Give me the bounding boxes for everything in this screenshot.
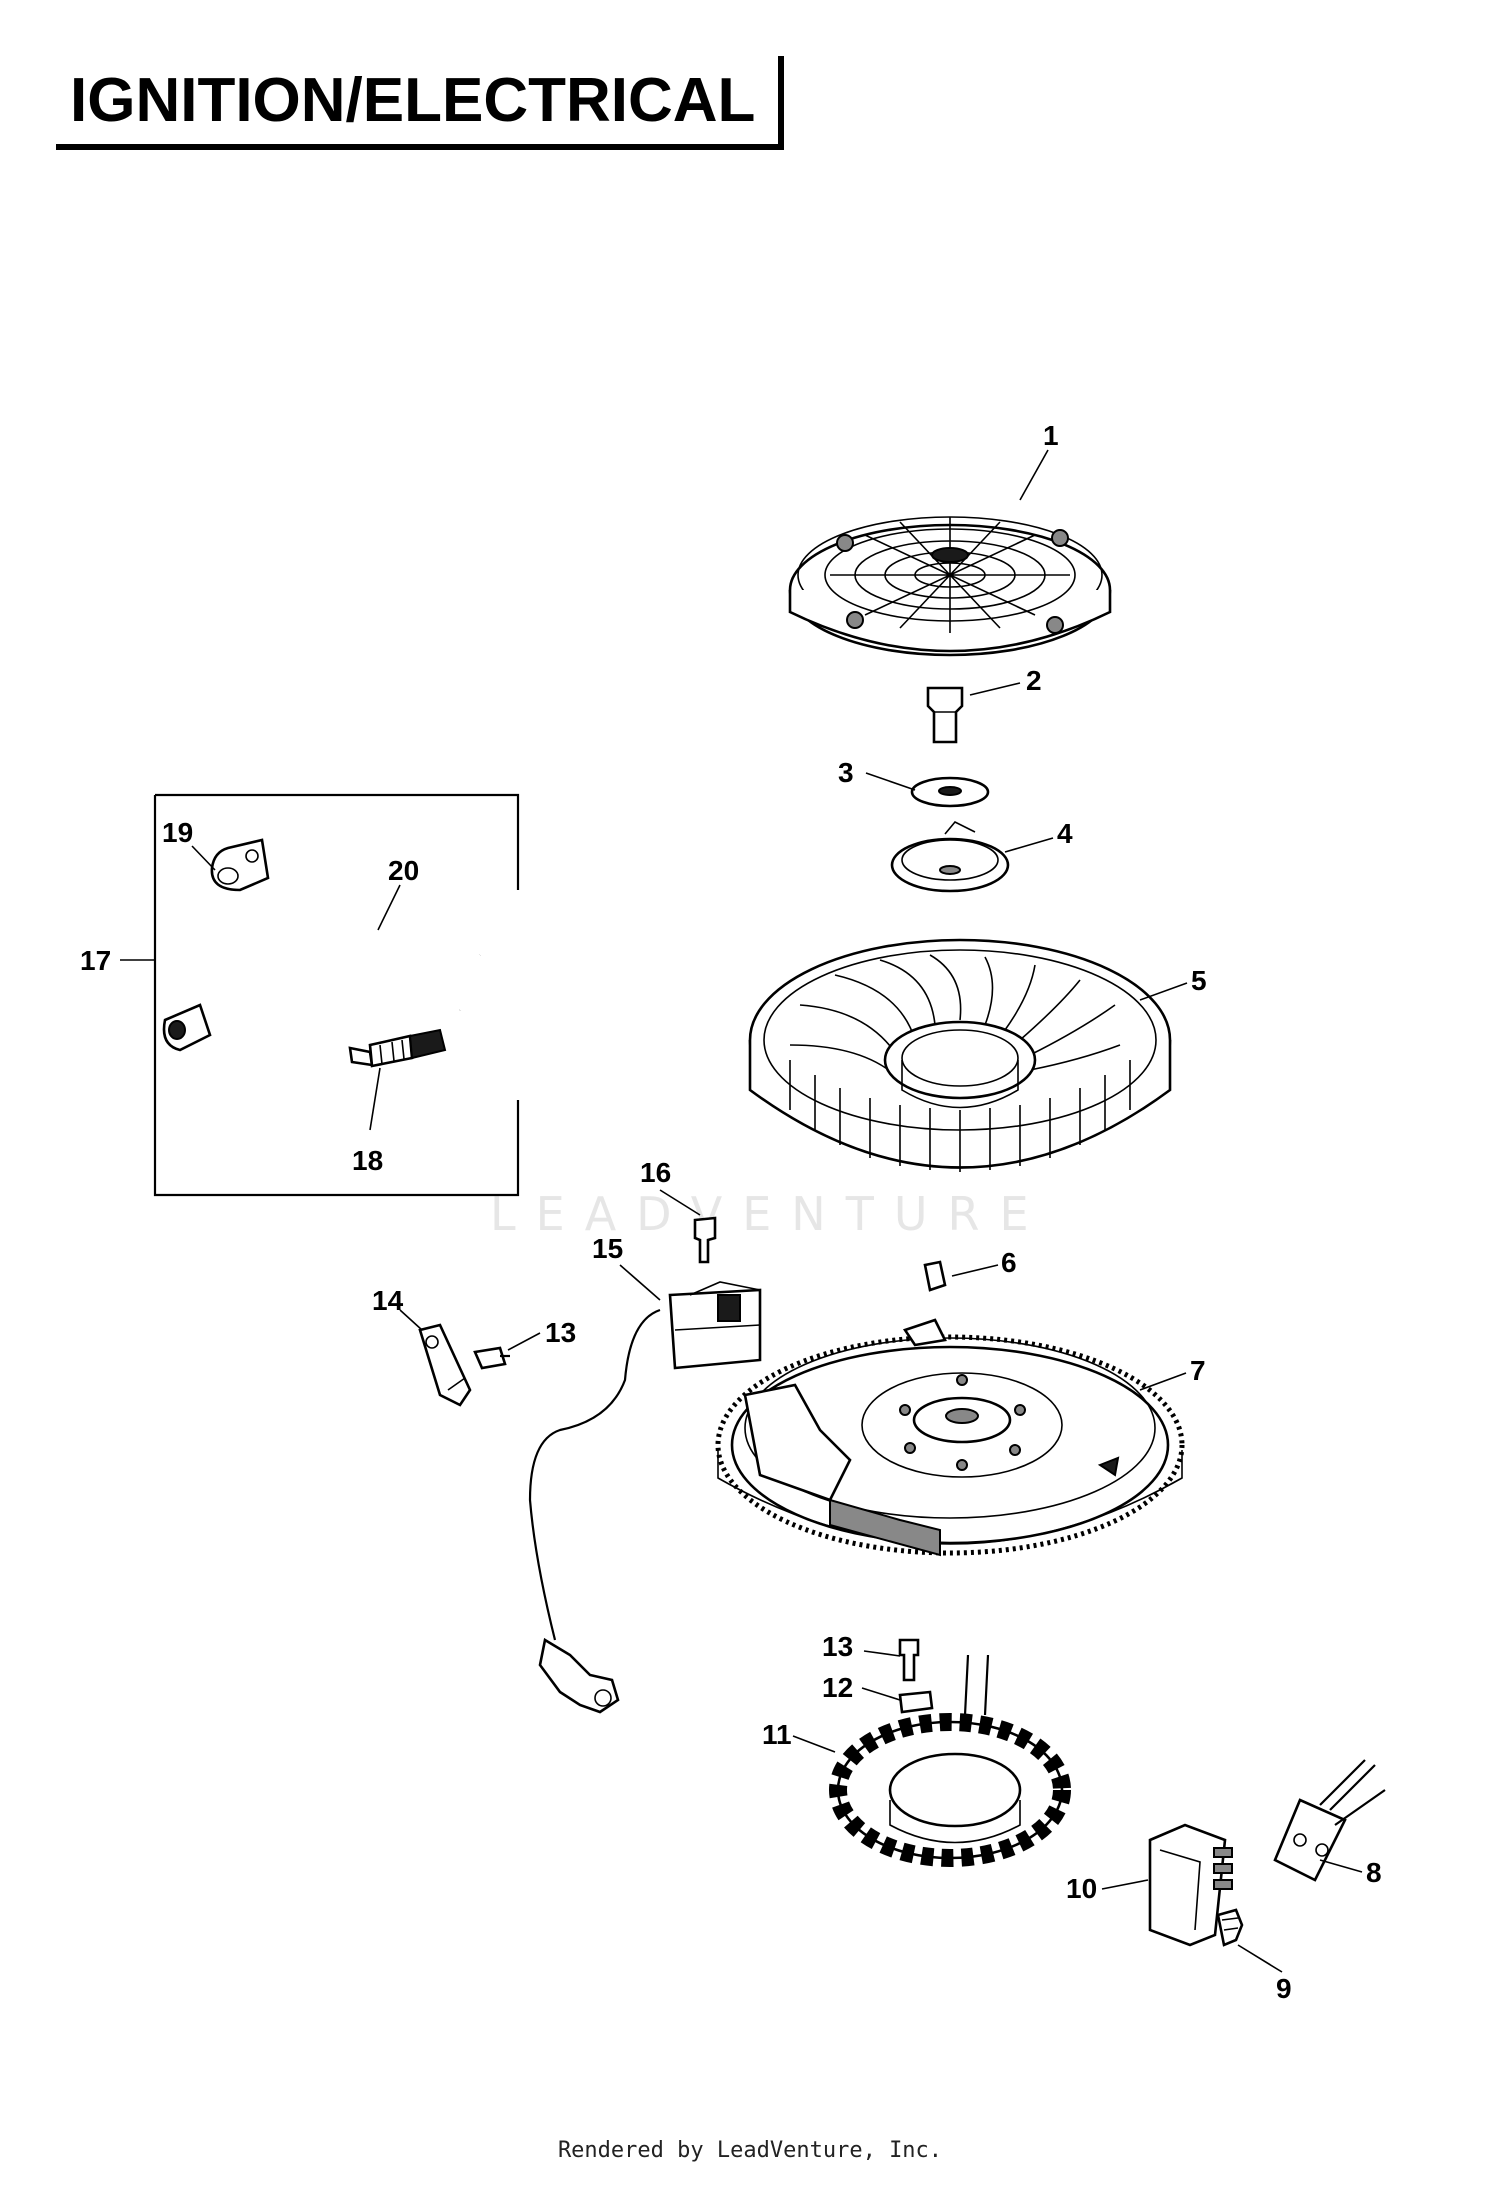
leader-lines <box>120 449 1363 1973</box>
callout-1: 1 <box>1043 420 1059 451</box>
part-4-hub-plate <box>890 821 1010 893</box>
callout-19: 19 <box>162 817 193 848</box>
part-8-connector <box>1273 1759 1386 1882</box>
callout-3: 3 <box>838 757 854 788</box>
part-16-screw <box>693 1216 717 1264</box>
callout-13-lower: 13 <box>822 1631 853 1662</box>
callout-12: 12 <box>822 1672 853 1703</box>
part-5-fan <box>748 938 1172 1172</box>
callout-9: 9 <box>1276 1973 1292 2004</box>
callout-13-upper: 13 <box>545 1317 576 1348</box>
callout-14: 14 <box>372 1285 404 1316</box>
callout-10: 10 <box>1066 1873 1097 1904</box>
part-3-washer <box>910 776 990 808</box>
part-2-screw <box>926 686 964 744</box>
kit-box-17 <box>153 793 520 1197</box>
callout-5: 5 <box>1191 965 1207 996</box>
callout-8: 8 <box>1366 1857 1382 1888</box>
part-13-screw-upper <box>473 1346 510 1370</box>
title-right-rule <box>778 56 784 150</box>
callout-4: 4 <box>1057 818 1073 849</box>
callout-labels: 1 2 3 4 5 6 7 8 9 10 11 12 13 13 14 15 1… <box>80 420 1382 2004</box>
callout-15: 15 <box>592 1233 623 1264</box>
watermark-text: LEADVENTURE <box>490 1187 1049 1241</box>
part-19-clamp <box>210 838 270 892</box>
part-7-flywheel <box>715 1318 1185 1557</box>
part-13-screw-lower <box>898 1638 920 1682</box>
part-14-bracket <box>418 1323 472 1407</box>
callout-6: 6 <box>1001 1247 1017 1278</box>
part-20-plug-wire <box>162 934 486 1052</box>
callout-7: 7 <box>1190 1355 1206 1386</box>
callout-16: 16 <box>640 1157 671 1188</box>
part-1-grille <box>788 516 1112 657</box>
callout-17: 17 <box>80 945 111 976</box>
callout-2: 2 <box>1026 665 1042 696</box>
part-12-clip <box>898 1690 934 1714</box>
part-10-rectifier <box>1148 1823 1233 1947</box>
callout-11: 11 <box>762 1719 792 1750</box>
footer-credit: Rendered by LeadVenture, Inc. <box>557 2138 943 2163</box>
watermark: LEADVENTURE <box>490 1187 1049 1241</box>
page-title: IGNITION/ELECTRICAL <box>70 66 756 135</box>
callout-18: 18 <box>352 1145 383 1176</box>
part-15-ignition-module <box>528 1281 762 1714</box>
part-11-stator <box>829 1654 1071 1867</box>
title-box: IGNITION/ELECTRICAL <box>56 56 784 150</box>
part-6-key <box>923 1260 947 1292</box>
part-18-spark-plug <box>348 1028 447 1068</box>
callout-20: 20 <box>388 855 419 886</box>
title-underline <box>56 144 784 150</box>
part-9-screw <box>1216 1908 1244 1947</box>
